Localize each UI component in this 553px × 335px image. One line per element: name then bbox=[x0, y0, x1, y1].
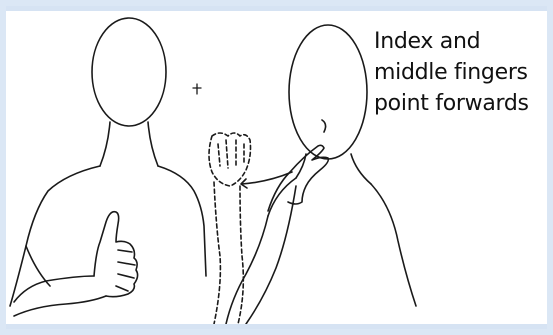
left-figure-forearm bbox=[14, 296, 106, 316]
left-figure-head bbox=[92, 18, 166, 126]
left-figure-neck-right bbox=[148, 122, 158, 166]
right-figure-neck-right bbox=[351, 154, 371, 184]
caption-line-2: middle fingers bbox=[374, 57, 553, 88]
instruction-caption: Index and middle fingers point forwards bbox=[374, 26, 553, 119]
right-figure-shoulder-right bbox=[371, 184, 416, 306]
left-figure-neck-left bbox=[100, 122, 110, 166]
left-figure-shoulder-right bbox=[158, 166, 206, 276]
thumbs-up-hand bbox=[94, 212, 138, 297]
left-figure-body-inner bbox=[26, 246, 50, 286]
frame-bottom-strip bbox=[6, 324, 547, 329]
left-figure-shoulder-left bbox=[10, 166, 100, 306]
face-nose-mouth bbox=[322, 120, 326, 132]
thumbs-up-finger-lines bbox=[116, 250, 135, 291]
right-figure-head bbox=[289, 25, 367, 159]
caption-line-1: Index and bbox=[374, 26, 553, 57]
right-figure-arm-outer bbox=[226, 216, 268, 324]
plus-marker bbox=[193, 84, 201, 94]
previous-position-dashed bbox=[209, 133, 251, 324]
caption-line-3: point forwards bbox=[374, 88, 553, 119]
left-figure-arm bbox=[14, 276, 94, 302]
